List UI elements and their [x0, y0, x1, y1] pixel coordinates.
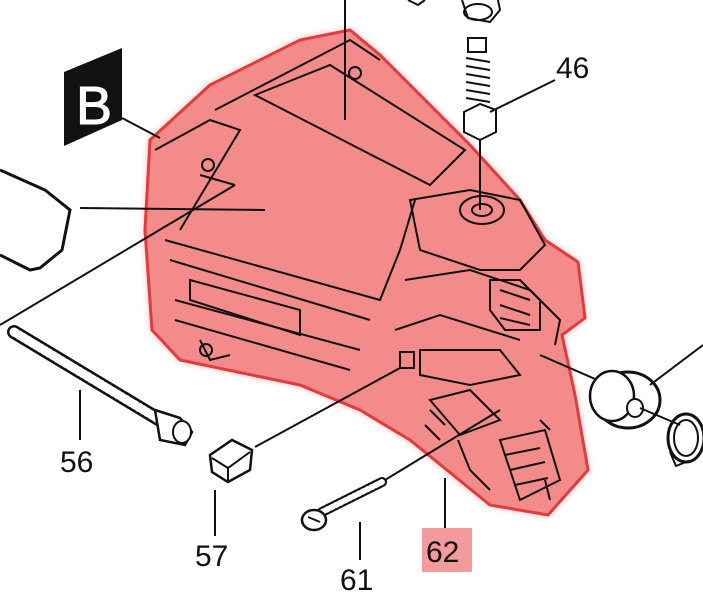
section-letter-badge: B	[64, 48, 122, 146]
retaining-ring-part[interactable]	[666, 412, 703, 468]
bearing-part[interactable]	[539, 354, 681, 430]
section-letter: B	[76, 76, 112, 136]
rubber-block-57[interactable]	[208, 438, 254, 484]
callout-56: 56	[60, 446, 93, 479]
callout-57: 57	[195, 540, 228, 573]
brush-spring-part[interactable]	[407, 0, 502, 210]
callout-62: 62	[426, 536, 459, 569]
motor-housing-part-62[interactable]	[143, 28, 590, 517]
cover-plate-part[interactable]	[0, 168, 72, 272]
long-screw-56[interactable]	[7, 325, 194, 447]
screw-61[interactable]	[300, 477, 387, 532]
callout-46: 46	[556, 52, 589, 85]
callout-61: 61	[340, 564, 373, 597]
